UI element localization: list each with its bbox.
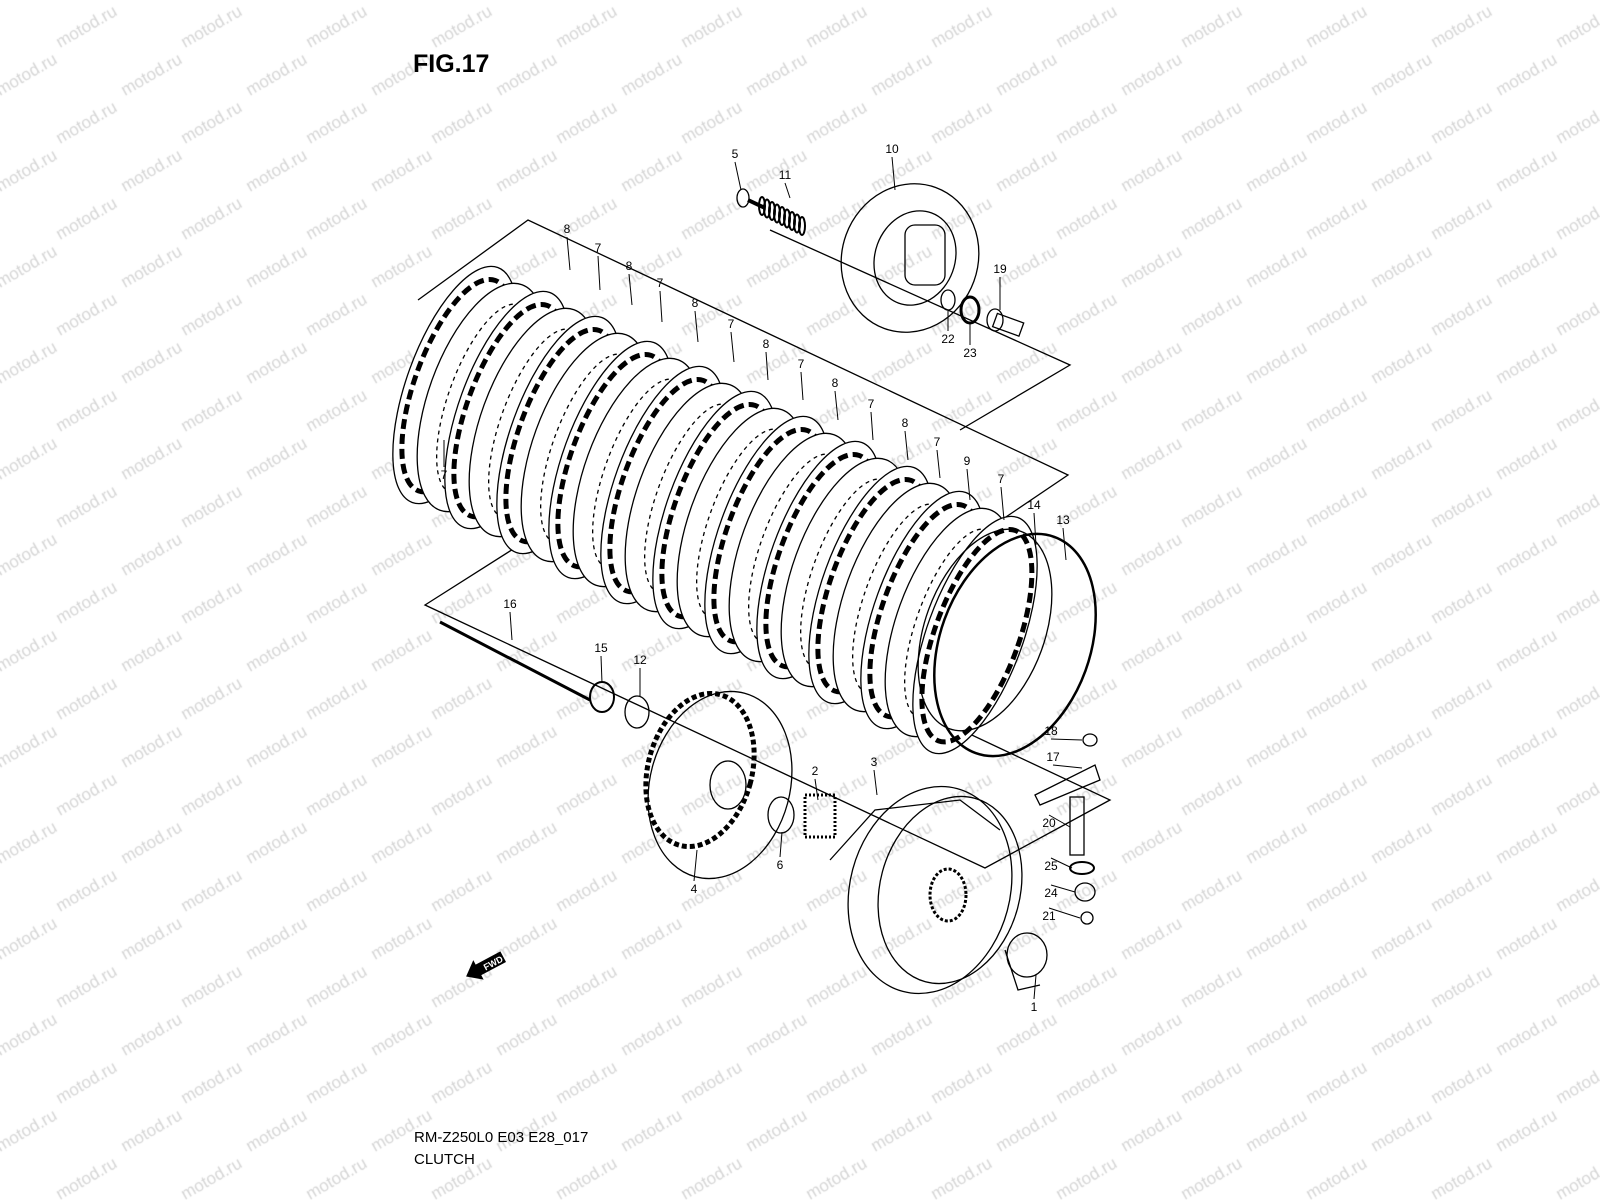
leader-line — [509, 611, 513, 641]
part-callout[interactable]: 6 — [777, 858, 784, 872]
part-callout[interactable]: 19 — [993, 262, 1007, 276]
release-shaft-parts — [1034, 733, 1101, 925]
leader-line — [1048, 814, 1071, 828]
figure-title: FIG.17 — [413, 50, 490, 78]
part-callout[interactable]: 8 — [763, 337, 770, 351]
part-callout[interactable]: 16 — [503, 597, 517, 611]
leader-line — [600, 655, 603, 684]
leader-line — [779, 831, 783, 858]
part-callout[interactable]: 10 — [885, 142, 899, 156]
part-callout[interactable]: 17 — [1046, 750, 1060, 764]
clutch-sleeve-hub — [643, 690, 793, 880]
leader-line — [870, 411, 874, 441]
part-callout[interactable]: 23 — [963, 346, 977, 360]
leader-line — [1062, 527, 1067, 561]
part-callout[interactable]: 13 — [1056, 513, 1070, 527]
leader-line — [891, 156, 896, 191]
primary-driven-gear-housing — [829, 785, 1023, 995]
washer-part — [940, 289, 956, 311]
leader-line — [873, 769, 878, 796]
part-callout[interactable]: 15 — [594, 641, 608, 655]
part-callout[interactable]: 8 — [564, 222, 571, 236]
part-callout[interactable]: 8 — [626, 259, 633, 273]
part-callout[interactable]: 14 — [1027, 498, 1041, 512]
leader-line — [694, 310, 699, 343]
part-callout[interactable]: 8 — [902, 416, 909, 430]
leader-line — [693, 849, 698, 882]
part-callout[interactable]: 7 — [798, 357, 805, 371]
thrust-bearing — [589, 681, 615, 713]
fwd-arrow-icon: FWD — [466, 951, 507, 980]
leader-line — [566, 236, 571, 271]
part-callout[interactable]: 9 — [964, 454, 971, 468]
part-callout[interactable]: 21 — [1042, 909, 1056, 923]
part-callout[interactable]: 22 — [941, 332, 955, 346]
part-callout[interactable]: 2 — [812, 764, 819, 778]
part-callout[interactable]: 24 — [1044, 886, 1058, 900]
figure-name: CLUTCH — [414, 1151, 475, 1168]
bearing-part — [959, 295, 981, 325]
assembly-frame-lower — [423, 531, 1112, 869]
part-callout[interactable]: 7 — [934, 435, 941, 449]
leader-line — [597, 255, 601, 291]
leader-line — [814, 778, 819, 801]
leader-line — [1050, 738, 1083, 741]
leader-line — [628, 273, 633, 306]
leader-line — [904, 430, 909, 461]
part-callout[interactable]: 7 — [868, 397, 875, 411]
leader-line — [765, 351, 769, 381]
leader-line — [936, 449, 941, 479]
wire-ring — [933, 532, 1097, 758]
part-callout[interactable]: 3 — [871, 755, 878, 769]
part-callout[interactable]: 18 — [1044, 724, 1058, 738]
lock-washer — [624, 695, 650, 729]
leader-line — [834, 390, 839, 421]
leader-line — [800, 371, 804, 401]
pressure-plate — [840, 183, 980, 333]
pressure-group-frame — [769, 229, 1072, 431]
push-rod — [439, 620, 591, 702]
part-callout[interactable]: 7 — [728, 317, 735, 331]
clutch-spring — [758, 196, 806, 236]
leader-line — [966, 468, 971, 501]
push-piece — [986, 308, 1025, 337]
part-callout[interactable]: 7 — [595, 241, 602, 255]
part-callout[interactable]: 4 — [691, 882, 698, 896]
leader-line — [1050, 857, 1073, 869]
leader-line — [1000, 486, 1005, 521]
model-code: RM-Z250L0 E03 E28_017 — [414, 1129, 589, 1146]
leader-line — [784, 182, 791, 199]
part-callout[interactable]: 12 — [633, 653, 647, 667]
leader-line — [734, 161, 742, 191]
assembly-frame-upper — [417, 219, 1070, 549]
spring-seat — [917, 528, 1053, 732]
leader-line — [1048, 907, 1081, 919]
part-callout[interactable]: 20 — [1042, 816, 1056, 830]
thrust-washer — [767, 796, 795, 834]
spacer-part — [1004, 932, 1048, 991]
part-callout[interactable]: 5 — [732, 147, 739, 161]
part-callout[interactable]: 25 — [1044, 859, 1058, 873]
leader-line — [1033, 974, 1037, 1000]
part-callout[interactable]: 1 — [1031, 1000, 1038, 1014]
bolt-part — [736, 188, 766, 210]
part-callout[interactable]: 11 — [779, 168, 792, 182]
part-callout[interactable]: 7 — [657, 276, 664, 290]
part-callout[interactable]: 7 — [441, 468, 448, 482]
part-callout[interactable]: 8 — [832, 376, 839, 390]
part-callout[interactable]: 8 — [692, 296, 699, 310]
part-callout[interactable]: 7 — [998, 472, 1005, 486]
leader-line — [1050, 884, 1076, 893]
leader-line — [1052, 764, 1083, 769]
leader-line — [659, 290, 663, 323]
leader-line — [1033, 512, 1037, 546]
leader-line — [730, 331, 735, 363]
needle-bearing — [803, 793, 837, 839]
